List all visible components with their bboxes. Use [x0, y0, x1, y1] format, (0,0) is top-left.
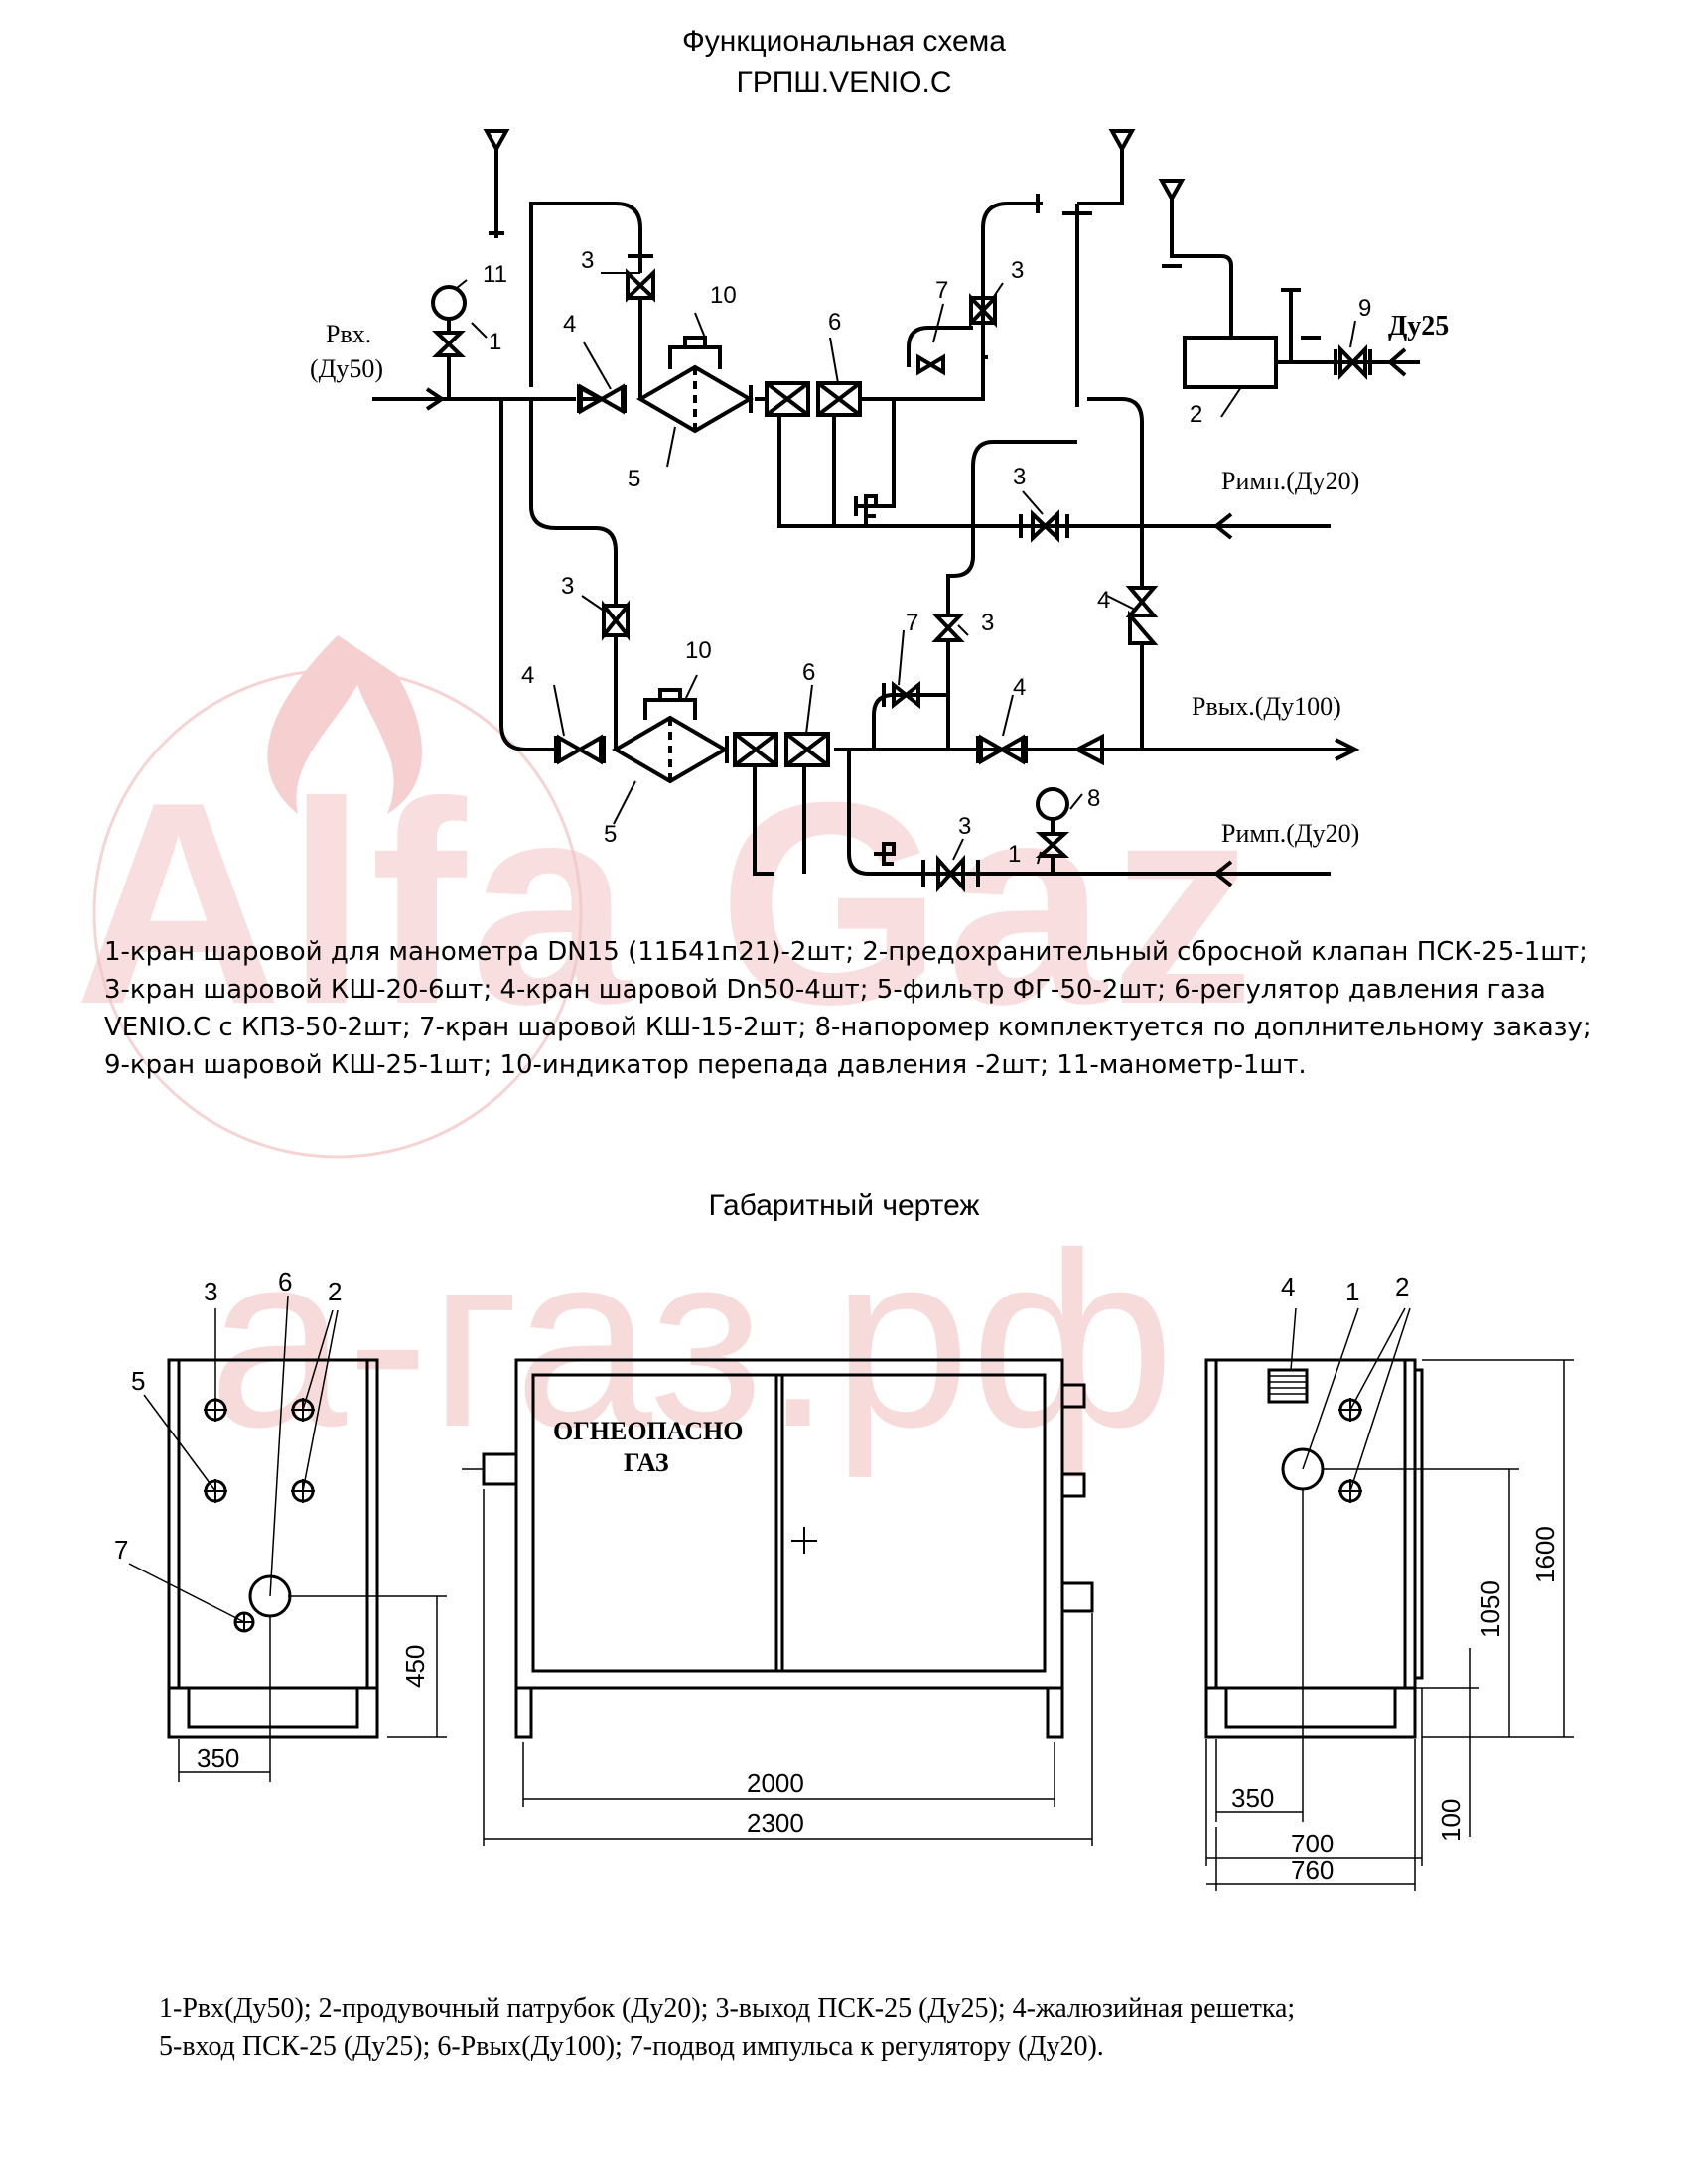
fv-warning-line1: ОГНЕОПАСНО — [553, 1417, 743, 1445]
num-7a: 7 — [935, 277, 948, 304]
label-p-out: Рвых.(Ду100) — [1192, 692, 1341, 721]
lv-num-7: 7 — [114, 1535, 128, 1565]
num-3f: 3 — [958, 813, 971, 840]
label-p-in-dn: (Ду50) — [310, 354, 383, 383]
left-side-view — [128, 1295, 447, 1782]
num-4b: 4 — [1097, 587, 1110, 614]
rv-dim-1600: 1600 — [1530, 1526, 1560, 1583]
num-4c: 4 — [521, 662, 534, 689]
functional-scheme — [372, 129, 1420, 893]
lv-num-6: 6 — [278, 1267, 292, 1297]
lv-num-5: 5 — [131, 1366, 145, 1396]
num-4a: 4 — [563, 311, 576, 338]
fv-dim-2000: 2000 — [747, 1768, 804, 1798]
scheme-legend: 1-кран шаровой для манометра DN15 (11Б41… — [104, 937, 1592, 1080]
watermark-flame-logo — [92, 635, 583, 1159]
num-3d: 3 — [561, 573, 574, 600]
dimensional-drawing — [128, 1295, 1574, 1891]
num-11: 11 — [483, 261, 507, 288]
num-2: 2 — [1190, 401, 1202, 428]
rv-num-1: 1 — [1345, 1277, 1359, 1306]
label-p-imp-2: Римп.(Ду20) — [1221, 819, 1359, 848]
rv-dim-700: 700 — [1291, 1829, 1334, 1858]
drawing-title: Габаритный чертеж — [708, 1189, 980, 1222]
label-p-imp-1: Римп.(Ду20) — [1221, 467, 1359, 495]
num-4d: 4 — [1013, 674, 1026, 701]
rv-dim-1050: 1050 — [1476, 1580, 1505, 1638]
rv-dim-760: 760 — [1291, 1855, 1334, 1885]
num-7b: 7 — [906, 610, 918, 636]
fv-warning-line2: ГАЗ — [624, 1448, 669, 1477]
rv-dim-100: 100 — [1436, 1799, 1466, 1842]
right-side-view — [1204, 1307, 1574, 1891]
num-5a: 5 — [628, 466, 640, 492]
num-9: 9 — [1358, 295, 1371, 322]
lv-num-3: 3 — [204, 1277, 217, 1306]
scheme-labels: Рвх. (Ду50) Рвых.(Ду100) Римп.(Ду20) Рим… — [310, 247, 1449, 868]
front-view — [462, 1358, 1094, 1846]
label-dn25: Ду25 — [1388, 311, 1449, 341]
num-10b: 10 — [685, 637, 712, 664]
lv-dim-450: 450 — [400, 1645, 430, 1688]
num-6b: 6 — [802, 659, 815, 686]
rv-num-4: 4 — [1281, 1272, 1295, 1301]
drawing-legend-line2: 5-вход ПСК-25 (Ду25); 6-Рвых(Ду100); 7-п… — [159, 2031, 1104, 2062]
num-10a: 10 — [710, 282, 737, 309]
lv-num-2: 2 — [328, 1277, 342, 1306]
drawing-legend-line1: 1-Рвх(Ду50); 2-продувочный патрубок (Ду2… — [159, 1993, 1296, 2024]
num-3c: 3 — [1013, 464, 1026, 490]
label-p-in: Рвх. — [326, 320, 371, 348]
num-8: 8 — [1087, 785, 1100, 812]
num-3e: 3 — [981, 610, 994, 636]
rv-num-2: 2 — [1395, 1272, 1409, 1301]
scheme-title: Функциональная схема — [681, 25, 1006, 58]
num-6a: 6 — [828, 309, 841, 336]
drawing-labels: 3 6 2 5 7 450 350 2000 2300 4 1 2 1600 1… — [114, 1267, 1560, 1885]
num-5b: 5 — [604, 821, 617, 848]
drawing-legend: 1-Рвх(Ду50); 2-продувочный патрубок (Ду2… — [159, 1990, 1549, 2066]
num-3b: 3 — [1011, 257, 1024, 284]
lv-dim-350: 350 — [197, 1743, 239, 1773]
scheme-subtitle: ГРПШ.VENIO.C — [736, 67, 952, 99]
num-1b: 1 — [1008, 841, 1021, 868]
num-3a: 3 — [581, 247, 594, 274]
num-1a: 1 — [489, 329, 501, 355]
rv-dim-350: 350 — [1231, 1783, 1274, 1813]
fv-dim-2300: 2300 — [747, 1808, 804, 1838]
